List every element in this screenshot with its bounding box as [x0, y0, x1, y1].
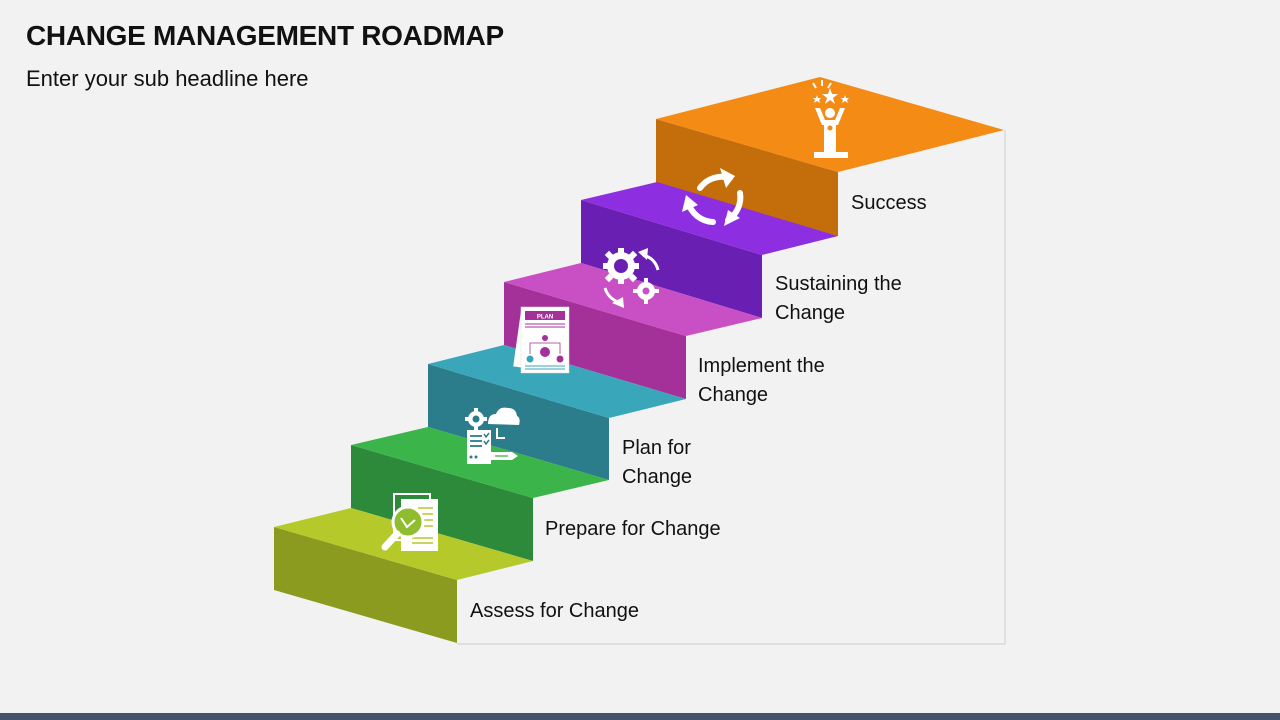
plan-document-icon: PLAN [513, 306, 570, 374]
page-subtitle: Enter your sub headline here [26, 66, 309, 91]
winner-podium-icon [812, 80, 849, 158]
step-label-success: Success [851, 192, 927, 214]
plan-settings-icon [465, 407, 520, 464]
stair-wall [457, 130, 1005, 644]
step-label-assess: Assess for Change [470, 600, 639, 622]
page-title: CHANGE MANAGEMENT ROADMAP [26, 20, 504, 51]
magnifier-document-icon [381, 493, 438, 551]
step-label-plan: Plan for Change [622, 437, 693, 488]
bottom-bar [0, 713, 1280, 720]
step-sustaining [581, 182, 838, 318]
step-label-sustaining: Sustaining the Change [775, 273, 902, 324]
step-label-implement: Implement the Change [698, 355, 825, 406]
recycle-arrows-icon [682, 168, 744, 226]
step-label-prepare: Prepare for Change [545, 518, 721, 540]
svg-text:PLAN: PLAN [537, 315, 553, 321]
